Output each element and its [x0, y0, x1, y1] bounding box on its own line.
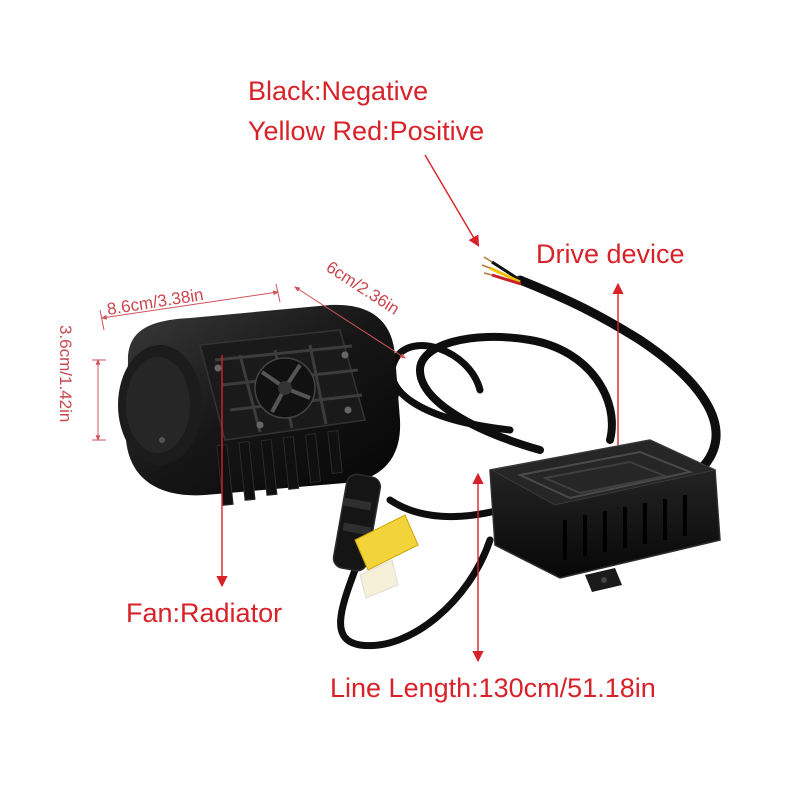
box-connect-cable: [386, 496, 504, 520]
callout-arrows: [216, 154, 624, 663]
fan-radiator-label: Fan:Radiator: [126, 598, 282, 628]
wire-ends: [481, 256, 522, 286]
wire-positive-label: Yellow Red:Positive: [248, 116, 484, 146]
drive-device-label: Drive device: [536, 239, 685, 269]
loop-cable-2: [388, 342, 514, 434]
drive-device-box: [489, 439, 721, 592]
wire-negative-label: Black:Negative: [248, 76, 428, 106]
length-dimension-label: 8.6cm/3.38in: [106, 285, 205, 319]
yellow-tag: [354, 514, 419, 571]
height-dimension-label: 3.6cm/1.42in: [56, 325, 75, 422]
dimension-lines: [92, 283, 407, 442]
wire-arrow: [424, 154, 480, 247]
waterproof-connector: [332, 473, 419, 599]
line-length-label: Line Length:130cm/51.18in: [330, 673, 656, 703]
bottom-loop-cable: [337, 536, 494, 650]
loop-cable: [415, 332, 616, 454]
power-cable: [515, 275, 721, 475]
